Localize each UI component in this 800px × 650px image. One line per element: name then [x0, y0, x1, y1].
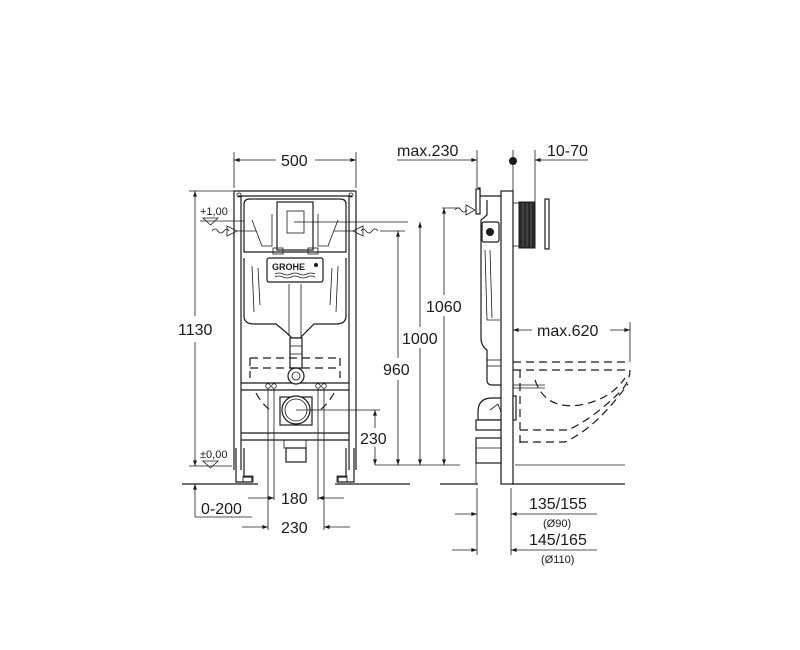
dim-bolt-outer: 230 — [281, 520, 308, 537]
frame-side — [476, 150, 517, 485]
dim-button-offset: 10-70 — [547, 143, 588, 160]
dim-total-height: 1130 — [178, 322, 213, 339]
dim-pipe-110: 145/165 — [529, 532, 587, 549]
mounting-bolts — [265, 383, 327, 530]
side-view: max.230 10-70 max.620 135/155 (Ø90) 145/… — [397, 143, 631, 566]
drain-pipe — [279, 395, 313, 463]
dim-max-depth: max.230 — [397, 143, 458, 160]
drain-bend-side — [475, 395, 517, 484]
front-view: GROHE — [178, 152, 462, 537]
water-inlet-left — [211, 225, 256, 237]
wc-bowl-outline — [513, 361, 631, 445]
dim-bowl-projection: max.620 — [537, 323, 598, 340]
dim-pipe-110-diameter: (Ø110) — [541, 554, 574, 566]
flush-plate — [512, 198, 550, 250]
cistern: GROHE — [243, 198, 347, 385]
dim-1000: 1000 — [402, 331, 438, 348]
water-inlet-right — [334, 225, 379, 237]
dim-pipe-90: 135/155 — [529, 496, 587, 513]
dim-width: 500 — [281, 153, 308, 170]
level-bottom: ±0,00 — [200, 449, 227, 461]
dim-1060: 1060 — [426, 299, 462, 316]
dim-floor-adjust: 0-200 — [201, 501, 242, 518]
dim-drain-height: 230 — [360, 431, 387, 448]
dim-pipe-90-diameter: (Ø90) — [543, 518, 571, 530]
brand-label: GROHE — [272, 262, 305, 272]
dim-960: 960 — [383, 362, 410, 379]
level-top: +1,00 — [200, 206, 228, 218]
dim-bolt-inner: 180 — [281, 491, 308, 508]
cistern-side — [454, 187, 501, 386]
bowl-outline-front — [249, 357, 341, 378]
